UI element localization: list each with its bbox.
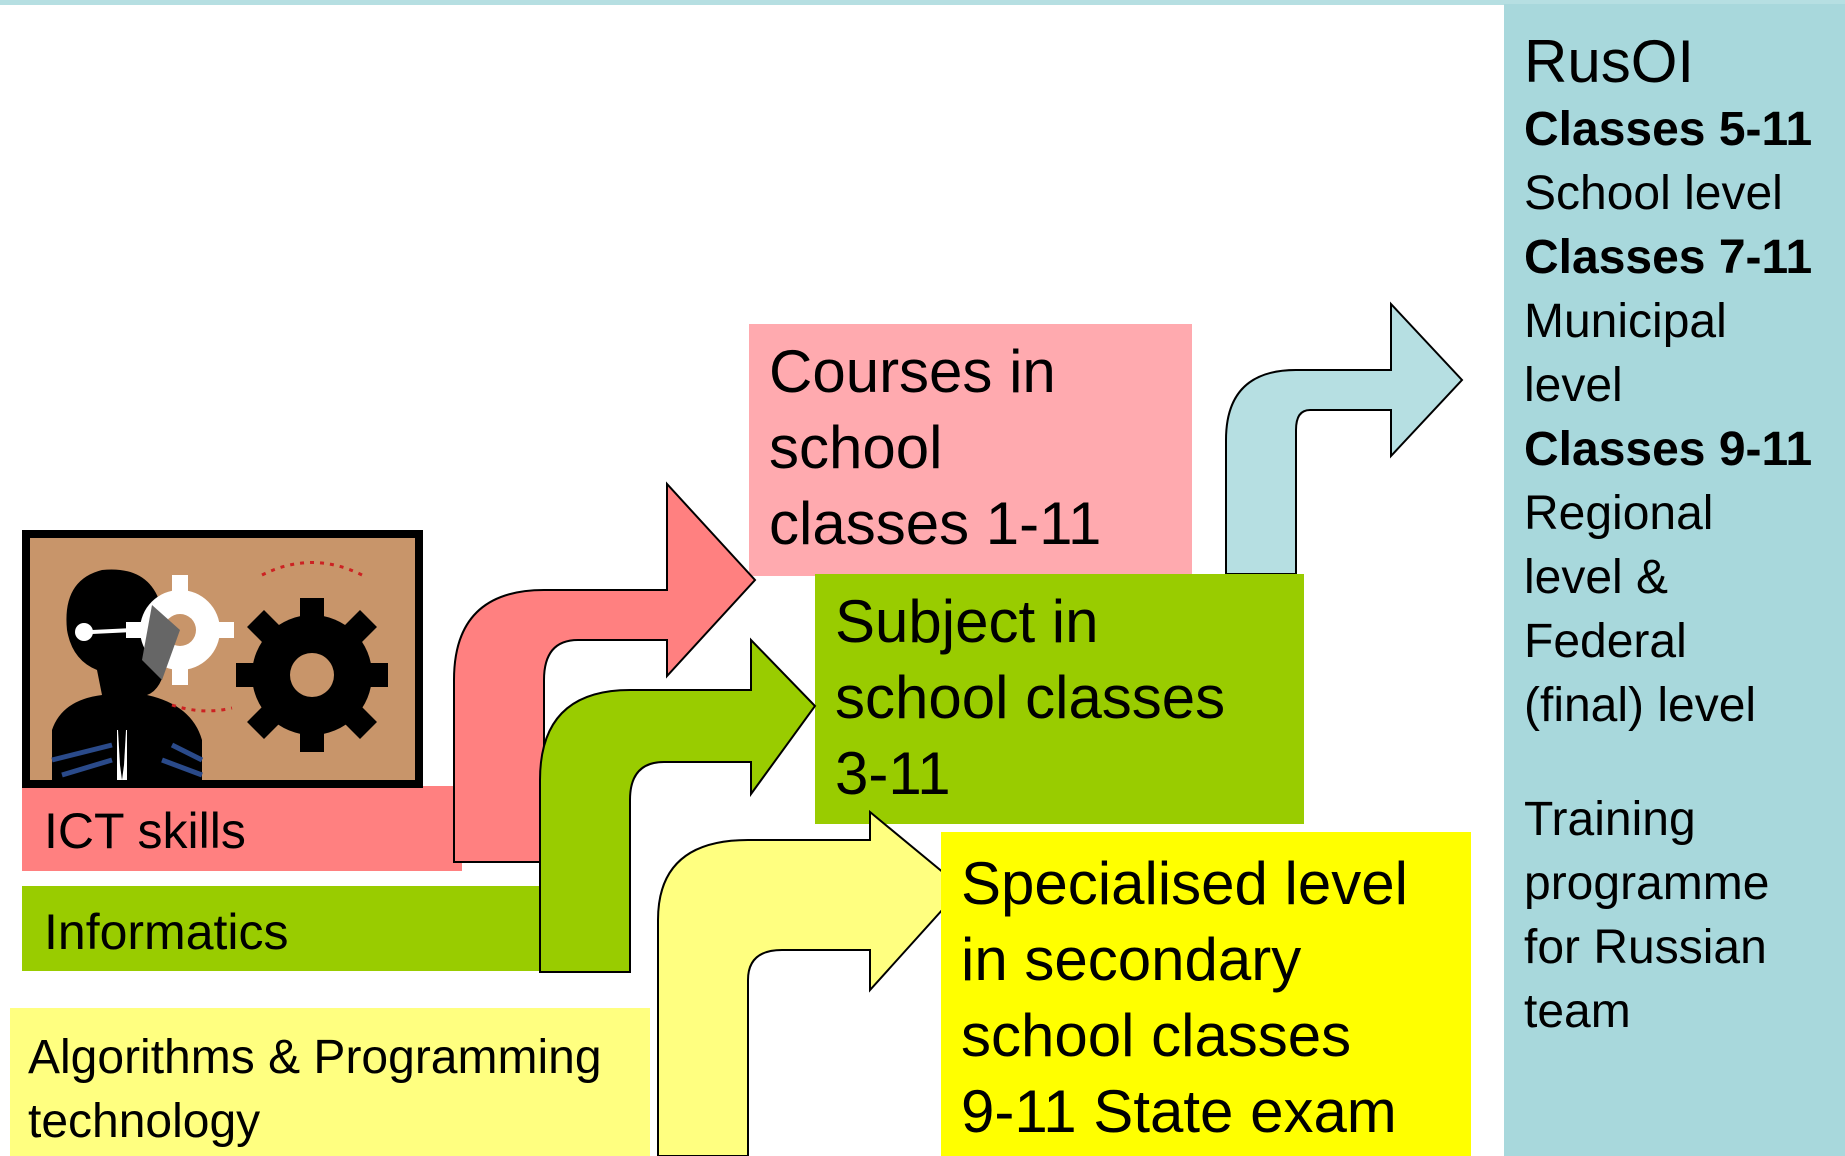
- subject-box: Subject in school classes 3-11: [815, 574, 1304, 824]
- top-border: [0, 0, 1845, 5]
- blue-arrow: [1225, 301, 1464, 575]
- rusoi-sidebar: RusOI Classes 5-11 School level Classes …: [1504, 4, 1845, 1156]
- ict-skills-label: ICT skills: [44, 803, 246, 859]
- algorithms-label: Algorithms & Programming technology: [28, 1031, 602, 1148]
- subject-label: Subject in school classes 3-11: [835, 588, 1226, 807]
- sidebar-training: Training programme for Russian team: [1524, 793, 1770, 1038]
- yellow-arrow: [657, 809, 964, 1156]
- sidebar-classes-7-11: Classes 7-11: [1524, 231, 1813, 284]
- courses-label: Courses in school classes 1-11: [769, 338, 1102, 557]
- sidebar-regional-federal: Regional level & Federal (final) level: [1524, 487, 1757, 732]
- courses-box: Courses in school classes 1-11: [749, 324, 1192, 576]
- algorithms-bar: Algorithms & Programming technology: [10, 1008, 650, 1156]
- green-arrow: [539, 637, 817, 973]
- sidebar-classes-9-11: Classes 9-11: [1524, 423, 1813, 476]
- sidebar-title: RusOI: [1524, 28, 1695, 95]
- sidebar-classes-5-11: Classes 5-11: [1524, 103, 1813, 156]
- sidebar-school-level: School level: [1524, 167, 1783, 220]
- gears-person-illustration: [22, 530, 423, 788]
- ict-skills-bar: ICT skills: [22, 786, 462, 871]
- sidebar-gap: [1524, 738, 1812, 788]
- sidebar-municipal-level: Municipal level: [1524, 295, 1727, 412]
- specialised-label: Specialised level in secondary school cl…: [961, 850, 1408, 1145]
- red-arrow: [453, 481, 757, 863]
- specialised-box: Specialised level in secondary school cl…: [941, 832, 1471, 1156]
- informatics-bar: Informatics: [22, 886, 552, 971]
- informatics-label: Informatics: [44, 904, 289, 960]
